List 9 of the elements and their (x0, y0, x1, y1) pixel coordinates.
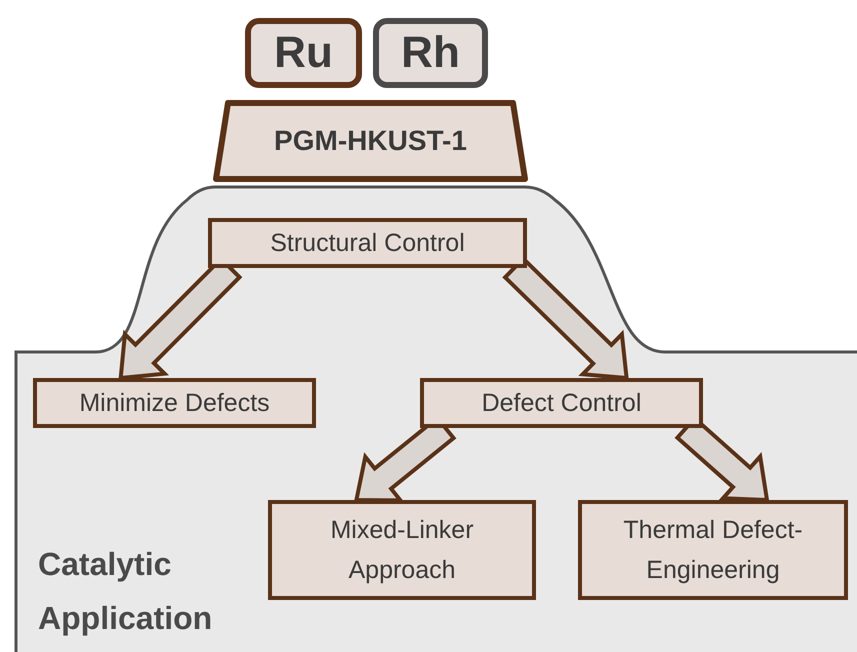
process-box: Structural Control (208, 218, 527, 268)
process-box: Defect Control (420, 378, 703, 428)
element-label-box: Ru (245, 18, 362, 88)
process-box: Minimize Defects (33, 378, 316, 428)
element-label-box: Rh (373, 18, 488, 88)
region-label: Catalytic Application (38, 545, 214, 638)
process-box: Mixed-Linker Approach (268, 500, 536, 600)
process-box: Thermal Defect-Engineering (578, 500, 848, 600)
trapezoid-box: PGM-HKUST-1 (213, 100, 528, 182)
